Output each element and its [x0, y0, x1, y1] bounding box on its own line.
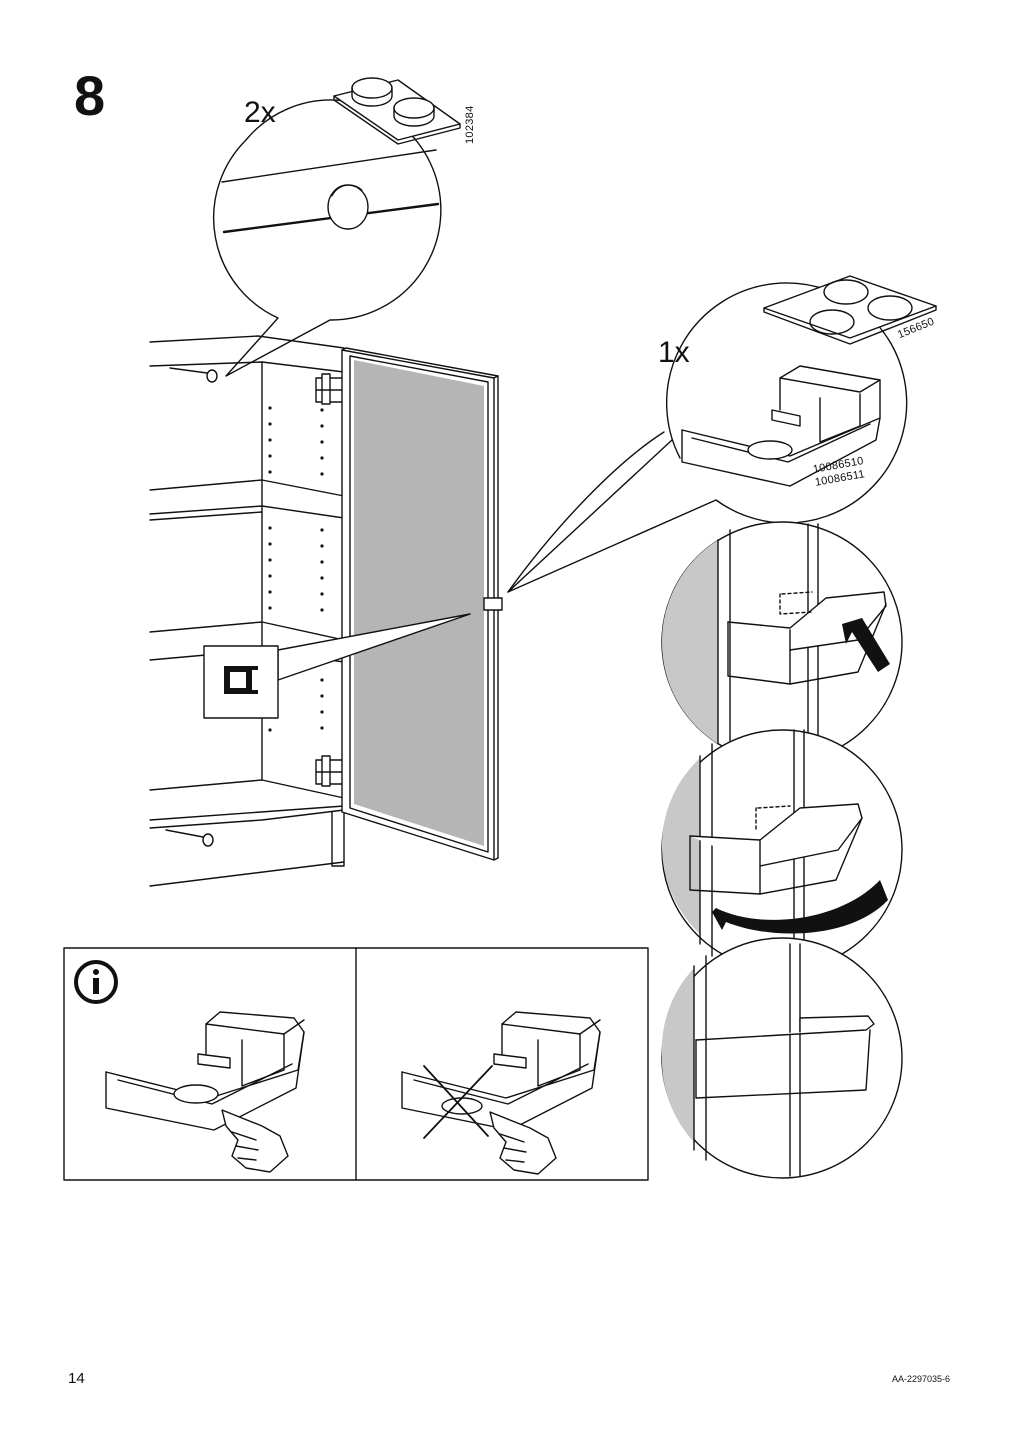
hinge-bottom — [315, 755, 347, 787]
bumper-part-number: 102384 — [464, 105, 476, 144]
shelf-pin-holes — [268, 406, 324, 732]
hinge-top — [315, 373, 347, 405]
strap-step-final — [661, 937, 903, 1179]
document-code: AA-2297035-6 — [891, 1374, 950, 1384]
strap-quantity: 1x — [658, 336, 690, 369]
bumper-callout-bubble — [212, 99, 442, 377]
strap-step-attach — [661, 521, 903, 763]
strap-clip-correct — [105, 1011, 305, 1173]
bumper-sheet-icon — [333, 77, 461, 145]
pointing-hand-icon — [489, 1111, 557, 1175]
pointing-hand-icon — [221, 1109, 289, 1173]
strap-callout-bubble — [507, 282, 908, 593]
step-number: 8 — [74, 64, 106, 127]
adhesive-pad-sheet-icon — [763, 275, 937, 345]
cabinet — [149, 335, 345, 887]
door — [341, 347, 503, 861]
cross-mark-icon — [423, 1065, 493, 1139]
info-icon — [74, 960, 118, 1004]
bumper-icon — [327, 184, 369, 230]
frame-detail-callout — [203, 613, 471, 719]
page-number: 14 — [68, 1370, 85, 1387]
strap-step-rotate — [661, 729, 903, 971]
strap-clip-incorrect — [401, 1011, 601, 1175]
bumper-quantity: 2x — [244, 96, 276, 129]
strap-clip-icon — [681, 365, 881, 487]
